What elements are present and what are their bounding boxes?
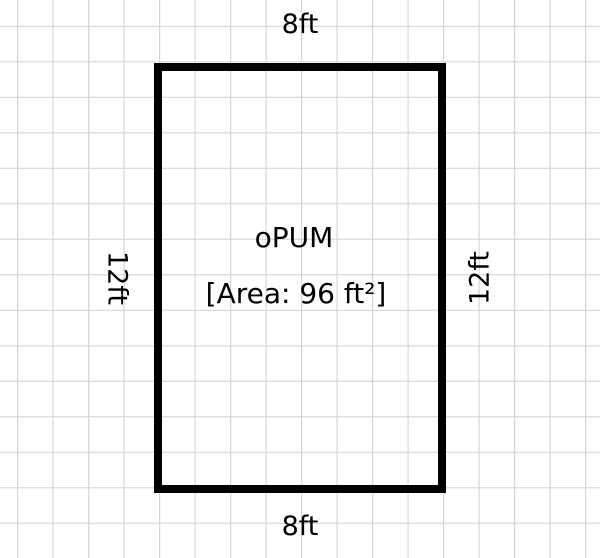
top-dimension-label: 8ft <box>281 9 319 40</box>
room-name-label: oPUM <box>254 221 334 254</box>
room-area-label: [Area: 96 ft²] <box>205 277 387 310</box>
bottom-dimension-label: 8ft <box>281 511 319 542</box>
room-outline <box>154 63 446 493</box>
left-dimension-label: 12ft <box>101 251 133 305</box>
right-dimension-label: 12ft <box>464 251 496 305</box>
